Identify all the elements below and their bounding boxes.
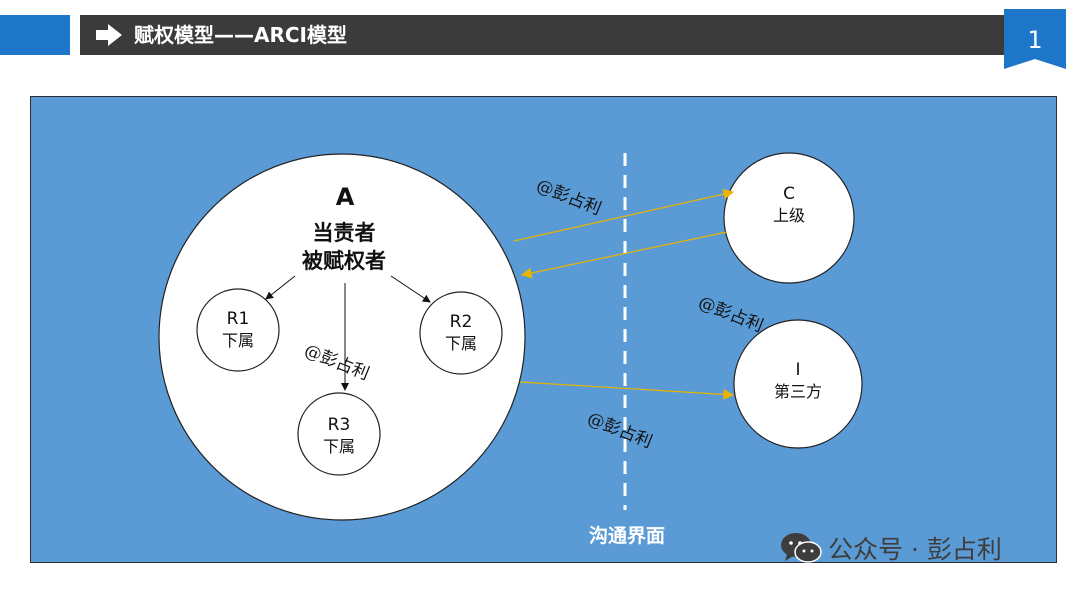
r2-circle bbox=[419, 291, 503, 375]
consulted-code: C bbox=[783, 184, 795, 204]
accountable-label-1: 当责者 bbox=[312, 221, 376, 245]
arrow-a-to-i bbox=[519, 381, 735, 400]
brand-watermark: 公众号 · 彭占利 bbox=[780, 530, 1002, 566]
arrow-c-to-a bbox=[520, 231, 728, 279]
interface-label: 沟通界面 bbox=[588, 525, 665, 547]
brand-text: 公众号 · 彭占利 bbox=[828, 535, 1002, 564]
r2-label: R2 下属 bbox=[421, 311, 501, 355]
r2-code: R2 bbox=[449, 312, 473, 332]
consulted-circle bbox=[723, 152, 855, 284]
header-bar bbox=[80, 15, 1005, 55]
r3-role: 下属 bbox=[322, 437, 355, 456]
r1-label: R1 下属 bbox=[198, 308, 278, 352]
informed-circle bbox=[733, 319, 863, 449]
informed-code: I bbox=[795, 360, 801, 380]
consulted-role: 上级 bbox=[772, 206, 805, 225]
r3-label: R3 下属 bbox=[299, 414, 379, 458]
r3-circle bbox=[297, 392, 381, 476]
header-accent-tab bbox=[0, 15, 70, 55]
arrow-a-to-c bbox=[513, 188, 735, 242]
r3-code: R3 bbox=[327, 415, 351, 435]
arrow-a-to-r2 bbox=[390, 275, 431, 303]
wechat-icon bbox=[781, 533, 822, 563]
page-title: 赋权模型——ARCI模型 bbox=[134, 23, 347, 47]
arrow-right-icon bbox=[96, 24, 122, 46]
informed-label: I 第三方 bbox=[748, 359, 848, 403]
accountable-circle bbox=[158, 153, 526, 521]
r1-role: 下属 bbox=[221, 331, 254, 350]
page-number-flag bbox=[1004, 9, 1066, 69]
accountable-label-2: 被赋权者 bbox=[302, 249, 386, 273]
page-number: 1 bbox=[1027, 26, 1043, 54]
accountable-code: A bbox=[335, 183, 355, 211]
consulted-label: C 上级 bbox=[739, 183, 839, 227]
informed-role: 第三方 bbox=[773, 382, 822, 401]
r1-circle bbox=[196, 288, 280, 372]
r2-role: 下属 bbox=[444, 334, 477, 353]
arrow-a-to-r1 bbox=[265, 275, 296, 300]
r1-code: R1 bbox=[226, 309, 250, 329]
